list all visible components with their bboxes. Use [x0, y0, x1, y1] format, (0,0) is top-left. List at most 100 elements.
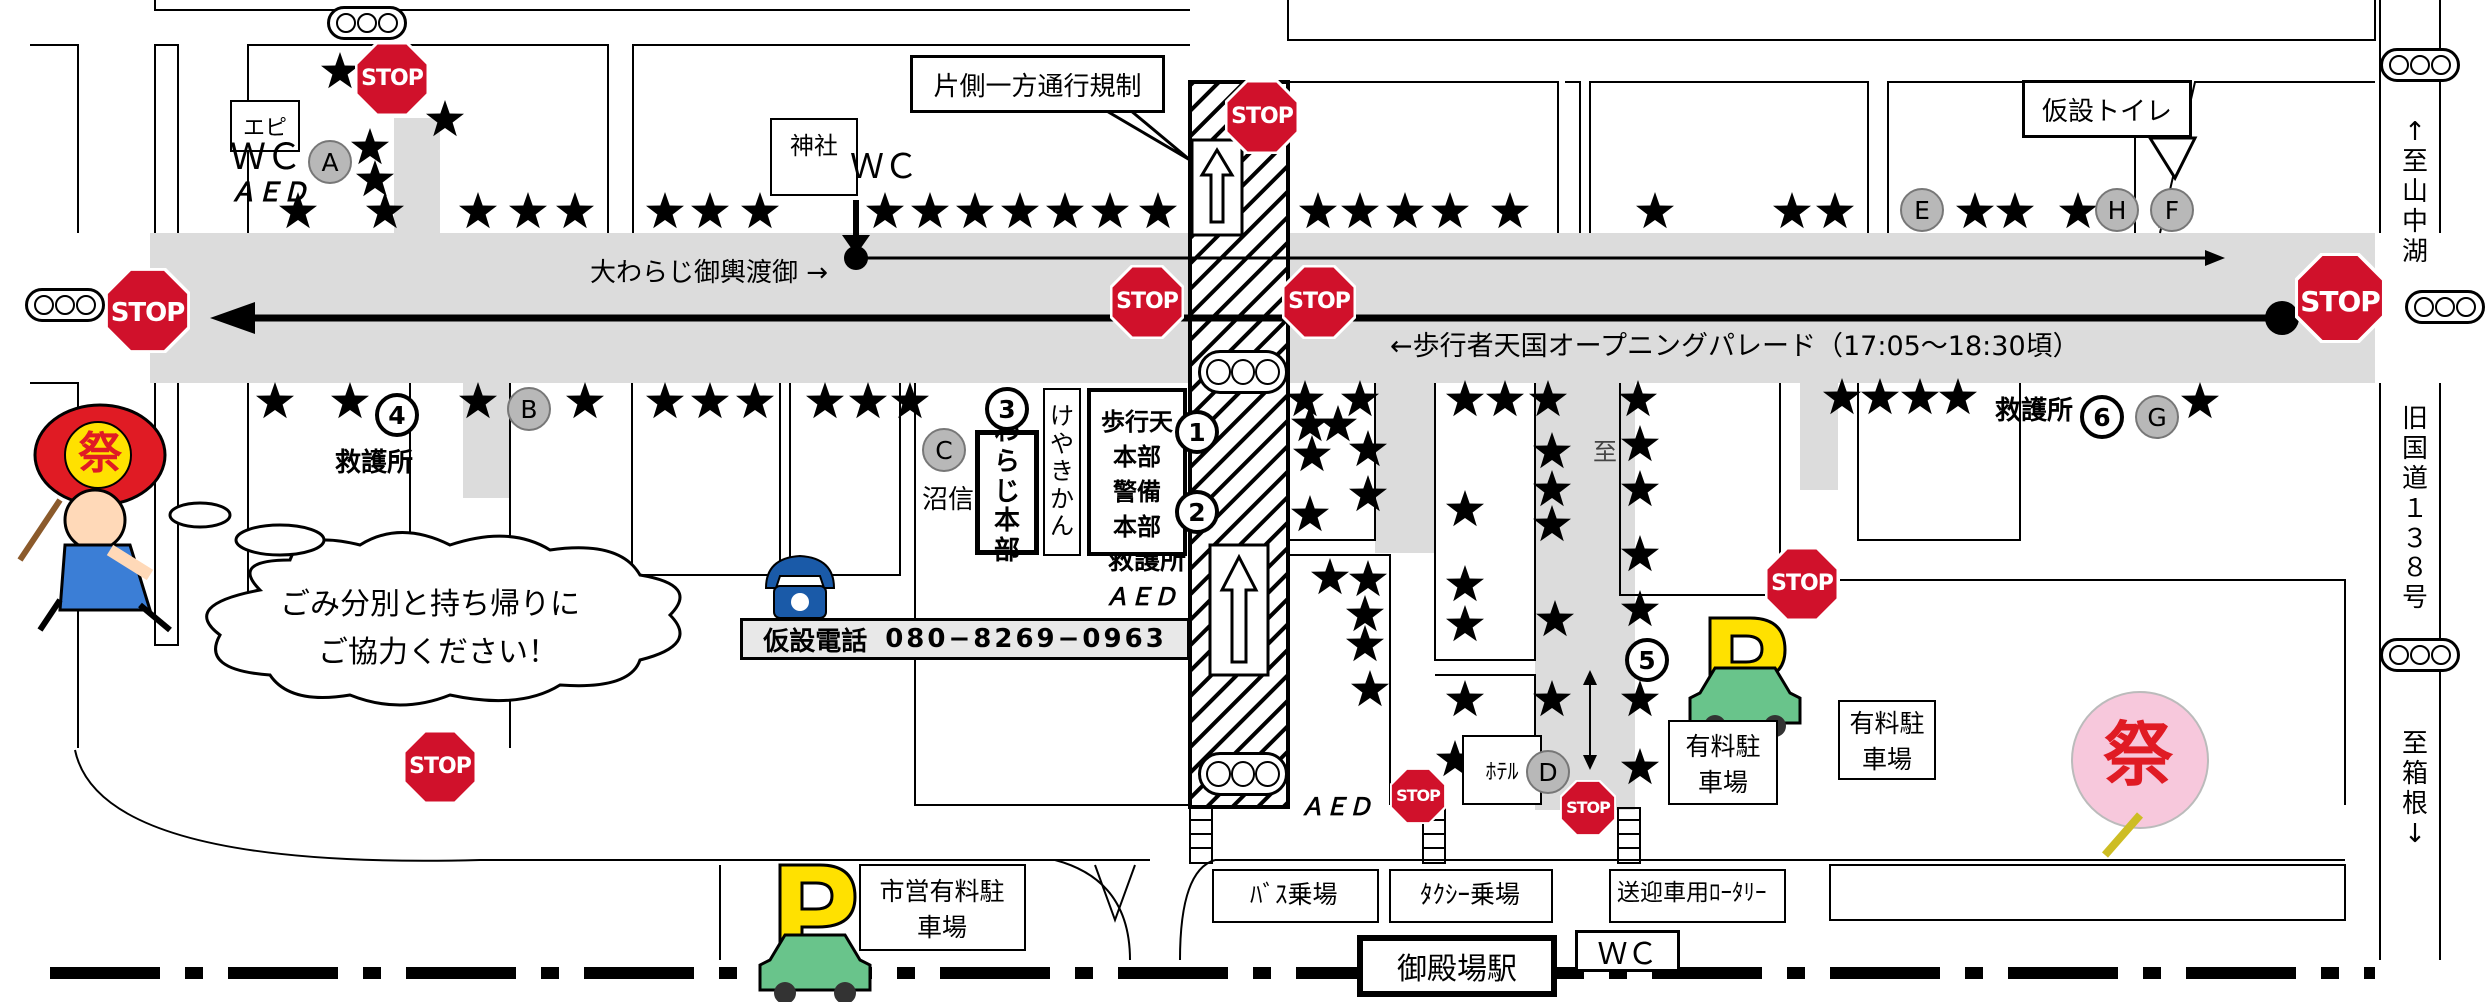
- stop-sign-label: STOP: [1396, 786, 1441, 805]
- garbage-message-line2: ご協力ください！: [318, 635, 558, 670]
- star-icon: [1621, 470, 1659, 507]
- hq-label-4: 本部: [1113, 513, 1161, 541]
- marker-6: 6: [2080, 395, 2124, 439]
- stop-sign-icon: STOP: [105, 268, 190, 353]
- star-icon: [1621, 748, 1659, 785]
- marker-2: 2: [1175, 490, 1219, 534]
- star-icon: [1091, 192, 1129, 229]
- stop-sign-label: STOP: [1771, 571, 1834, 596]
- phone-number: 080−8269−0963: [885, 624, 1167, 654]
- parade-route-label: ←歩行者天国オープニングパレード（17:05～18:30頃）: [1390, 331, 2080, 362]
- star-icon: [1533, 470, 1571, 507]
- star-icon: [1341, 380, 1379, 417]
- star-icon: [1291, 405, 1329, 442]
- star-icon: [1046, 192, 1084, 229]
- star-icon: [1901, 378, 1939, 415]
- marker-c: C: [922, 428, 966, 472]
- star-icon: [1431, 192, 1469, 229]
- hq-label-1: 歩行天: [1101, 408, 1173, 436]
- traffic-signal-icon: [25, 288, 105, 322]
- star-icon: [1446, 680, 1484, 717]
- taxi-stop-label: ﾀｸｼｰ乗場: [1420, 880, 1521, 909]
- up-arrow-icon: [1190, 138, 1244, 237]
- star-icon: [1996, 192, 2034, 229]
- traffic-signal-icon: [1198, 350, 1288, 394]
- star-icon: [1446, 605, 1484, 642]
- star-icon: [691, 382, 729, 419]
- first-aid-label: 救護所: [1995, 396, 2074, 426]
- traffic-signal-icon: [2380, 638, 2460, 672]
- star-icon: [1346, 625, 1384, 662]
- hq-box: 歩行天 本部 警備 本部: [1087, 388, 1187, 556]
- paid-parking-label: 有料駐車場: [1849, 709, 1925, 774]
- phone-label: 仮設電話: [763, 626, 868, 657]
- star-icon: [646, 192, 684, 229]
- aed-label: ＡＥＤ: [1105, 583, 1177, 611]
- traffic-signal-icon: [2405, 290, 2485, 324]
- star-icon: [1349, 430, 1387, 467]
- star-icon: [956, 192, 994, 229]
- parade-arrow-head: [210, 302, 255, 334]
- star-icon: [1619, 380, 1657, 417]
- marker-5: 5: [1625, 638, 1669, 682]
- matsuri-fan-icon: [2071, 691, 2209, 858]
- mikoshi-start-dot: [844, 246, 868, 270]
- alley-north: [394, 118, 440, 236]
- marker-d: D: [1526, 750, 1570, 794]
- star-icon: [1816, 192, 1854, 229]
- stop-sign-icon: STOP: [2295, 253, 2385, 343]
- star-icon: [1291, 495, 1329, 532]
- marker-h: H: [2095, 188, 2139, 232]
- phone-icon: [764, 554, 836, 619]
- stop-sign-icon: STOP: [1390, 768, 1446, 824]
- matsuri-char: 祭: [78, 428, 122, 479]
- star-icon: [1001, 192, 1039, 229]
- shrine-label: 神社: [790, 132, 838, 160]
- paid-parking-box-east: 有料駐車場: [1838, 700, 1936, 780]
- wc-label: ＷＣ: [230, 137, 303, 178]
- epi-label: エピ: [242, 116, 287, 141]
- waraji-hq-label: わらじ本部: [993, 416, 1020, 567]
- pickup-rotary-label: 送迎車用ﾛｰﾀﾘｰ: [1617, 880, 1767, 906]
- double-arrow-head-up: [1583, 670, 1597, 685]
- double-arrow-head-down: [1583, 755, 1597, 770]
- hq-label-3: 警備: [1113, 478, 1161, 506]
- city-parking-label: 市営有料駐車場: [879, 877, 1005, 942]
- garbage-message-line1: ごみ分別と持ち帰りに: [280, 587, 580, 622]
- star-icon: [1861, 378, 1899, 415]
- star-icon: [356, 160, 394, 197]
- star-icon: [459, 382, 497, 419]
- stop-sign-label: STOP: [1566, 798, 1611, 817]
- star-icon: [321, 52, 359, 89]
- star-icon: [1486, 380, 1524, 417]
- callout-tail: [1099, 108, 1191, 162]
- wc-label: ＷＣ: [850, 147, 918, 187]
- star-icon: [1319, 405, 1357, 442]
- callout-tail: [2147, 136, 2198, 182]
- marker-4: 4: [375, 393, 419, 437]
- star-icon: [1533, 505, 1571, 542]
- waraji-hq-box: わらじ本部: [975, 417, 1039, 566]
- stop-sign-icon: STOP: [1282, 265, 1356, 339]
- star-icon: [1533, 680, 1571, 717]
- alley-south-center: [1375, 383, 1435, 553]
- traffic-signal-icon: [2380, 48, 2460, 82]
- star-icon: [1636, 192, 1674, 229]
- star-icon: [566, 382, 604, 419]
- star-icon: [849, 382, 887, 419]
- bus-stop-label: ﾊﾞｽ乗場: [1250, 880, 1338, 909]
- phone-box: 仮設電話 080−8269−0963: [740, 618, 1190, 660]
- paid-parking-label: 有料駐車場: [1685, 731, 1761, 797]
- star-icon: [691, 192, 729, 229]
- keyakikan-label: けやきかん: [1050, 402, 1074, 541]
- star-icon: [1529, 380, 1567, 417]
- marker-e: E: [1900, 188, 1944, 232]
- star-icon: [1773, 192, 1811, 229]
- one-way-callout-text: 片側一方通行規制: [933, 71, 1142, 102]
- star-icon: [1311, 558, 1349, 595]
- star-icon: [1446, 490, 1484, 527]
- star-icon: [331, 382, 369, 419]
- star-icon: [1349, 475, 1387, 512]
- station-label: 御殿場駅: [1397, 952, 1517, 987]
- stop-sign-icon: STOP: [1110, 265, 1184, 339]
